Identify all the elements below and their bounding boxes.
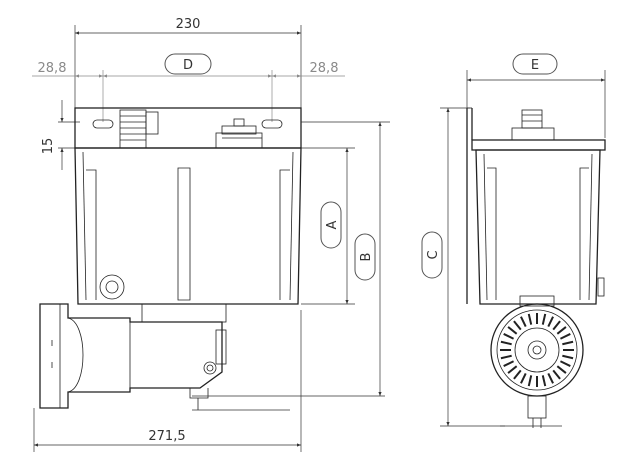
cooling-fin — [507, 365, 518, 374]
cooling-fin — [556, 326, 567, 335]
dim-label-offset-right: 28,8 — [310, 61, 339, 76]
cooling-fin — [562, 354, 574, 360]
letter-a: A — [325, 220, 340, 229]
cooling-fin — [503, 333, 515, 340]
side-view: E — [421, 53, 606, 428]
cooling-fin — [527, 375, 533, 387]
cooling-fin — [541, 313, 547, 325]
cooling-fin — [500, 354, 512, 360]
dim-label-15: 15 — [41, 138, 56, 155]
letter-capsule-a — [320, 201, 342, 249]
cooling-fin — [552, 320, 561, 331]
cooling-fin — [556, 365, 567, 374]
mounting-plate — [74, 107, 302, 149]
dim-label-271-5: 271,5 — [148, 429, 185, 444]
dimension-total-length: 271,5 — [33, 310, 302, 452]
cooling-fin — [520, 316, 527, 328]
cooling-fin — [500, 340, 512, 346]
cooling-fin — [559, 360, 571, 367]
filler-cap — [215, 118, 263, 149]
dimension-b: B — [301, 121, 390, 396]
cooling-fin — [513, 369, 522, 380]
front-view: 230 28,8 28,8 D 15 — [32, 17, 390, 452]
dimension-c: C — [421, 107, 505, 427]
cooling-fin — [562, 340, 574, 346]
dimension-e: E — [466, 53, 606, 138]
cooling-fin — [547, 316, 554, 328]
reservoir-tank — [74, 147, 355, 305]
cooling-fin — [527, 313, 533, 325]
cooling-fin — [507, 326, 518, 335]
letter-e: E — [531, 58, 539, 73]
side-tank-top — [471, 139, 606, 151]
cooling-fin — [503, 360, 515, 367]
dim-label-230: 230 — [176, 17, 201, 32]
letter-b: B — [359, 253, 374, 262]
dim-label-offset-left: 28,8 — [38, 61, 67, 76]
dimension-a: A — [320, 148, 349, 304]
dimension-flange-height: 15 — [41, 100, 80, 170]
electrical-connector — [119, 109, 159, 149]
side-tank — [475, 149, 605, 305]
letter-capsule-e — [512, 53, 558, 75]
letter-capsule-c — [421, 231, 443, 279]
side-bracket — [466, 107, 473, 304]
cooling-fin — [513, 320, 522, 331]
letter-d: D — [183, 58, 193, 73]
dimension-offset-row: 28,8 28,8 D — [32, 53, 345, 122]
letter-c: C — [426, 250, 441, 259]
cooling-fin — [541, 375, 547, 387]
cooling-fin — [552, 369, 561, 380]
cooling-fin — [547, 372, 554, 384]
side-motor-end — [490, 295, 584, 428]
cooling-fin — [559, 333, 571, 340]
side-connector — [511, 109, 555, 141]
pump-body — [39, 303, 227, 410]
cooling-fin — [520, 372, 527, 384]
motor-cooling-fins — [500, 313, 574, 387]
letter-capsule-b — [354, 233, 376, 281]
letter-capsule-d — [164, 53, 212, 75]
